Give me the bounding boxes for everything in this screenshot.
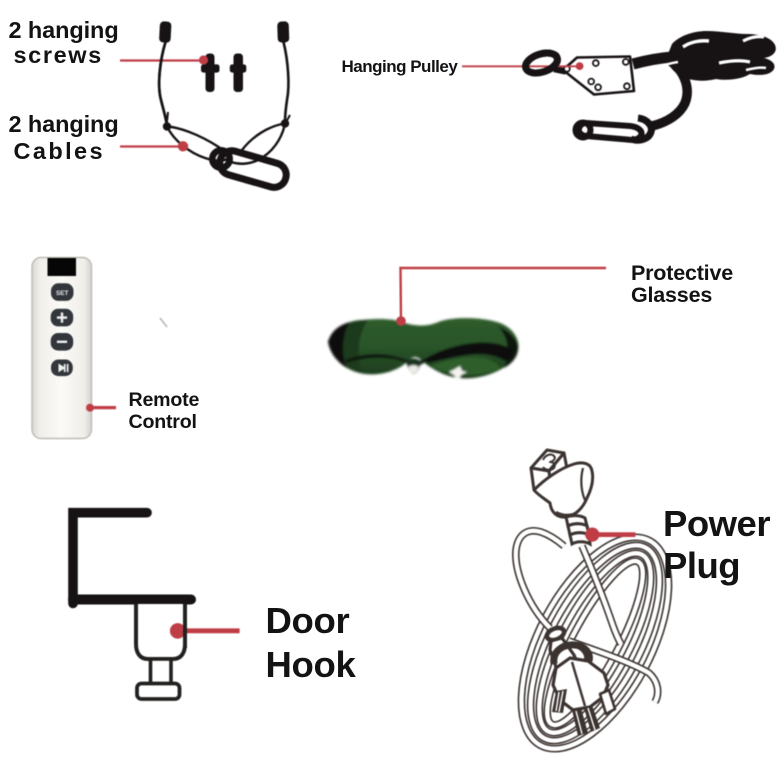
svg-text:SET: SET bbox=[56, 290, 69, 297]
